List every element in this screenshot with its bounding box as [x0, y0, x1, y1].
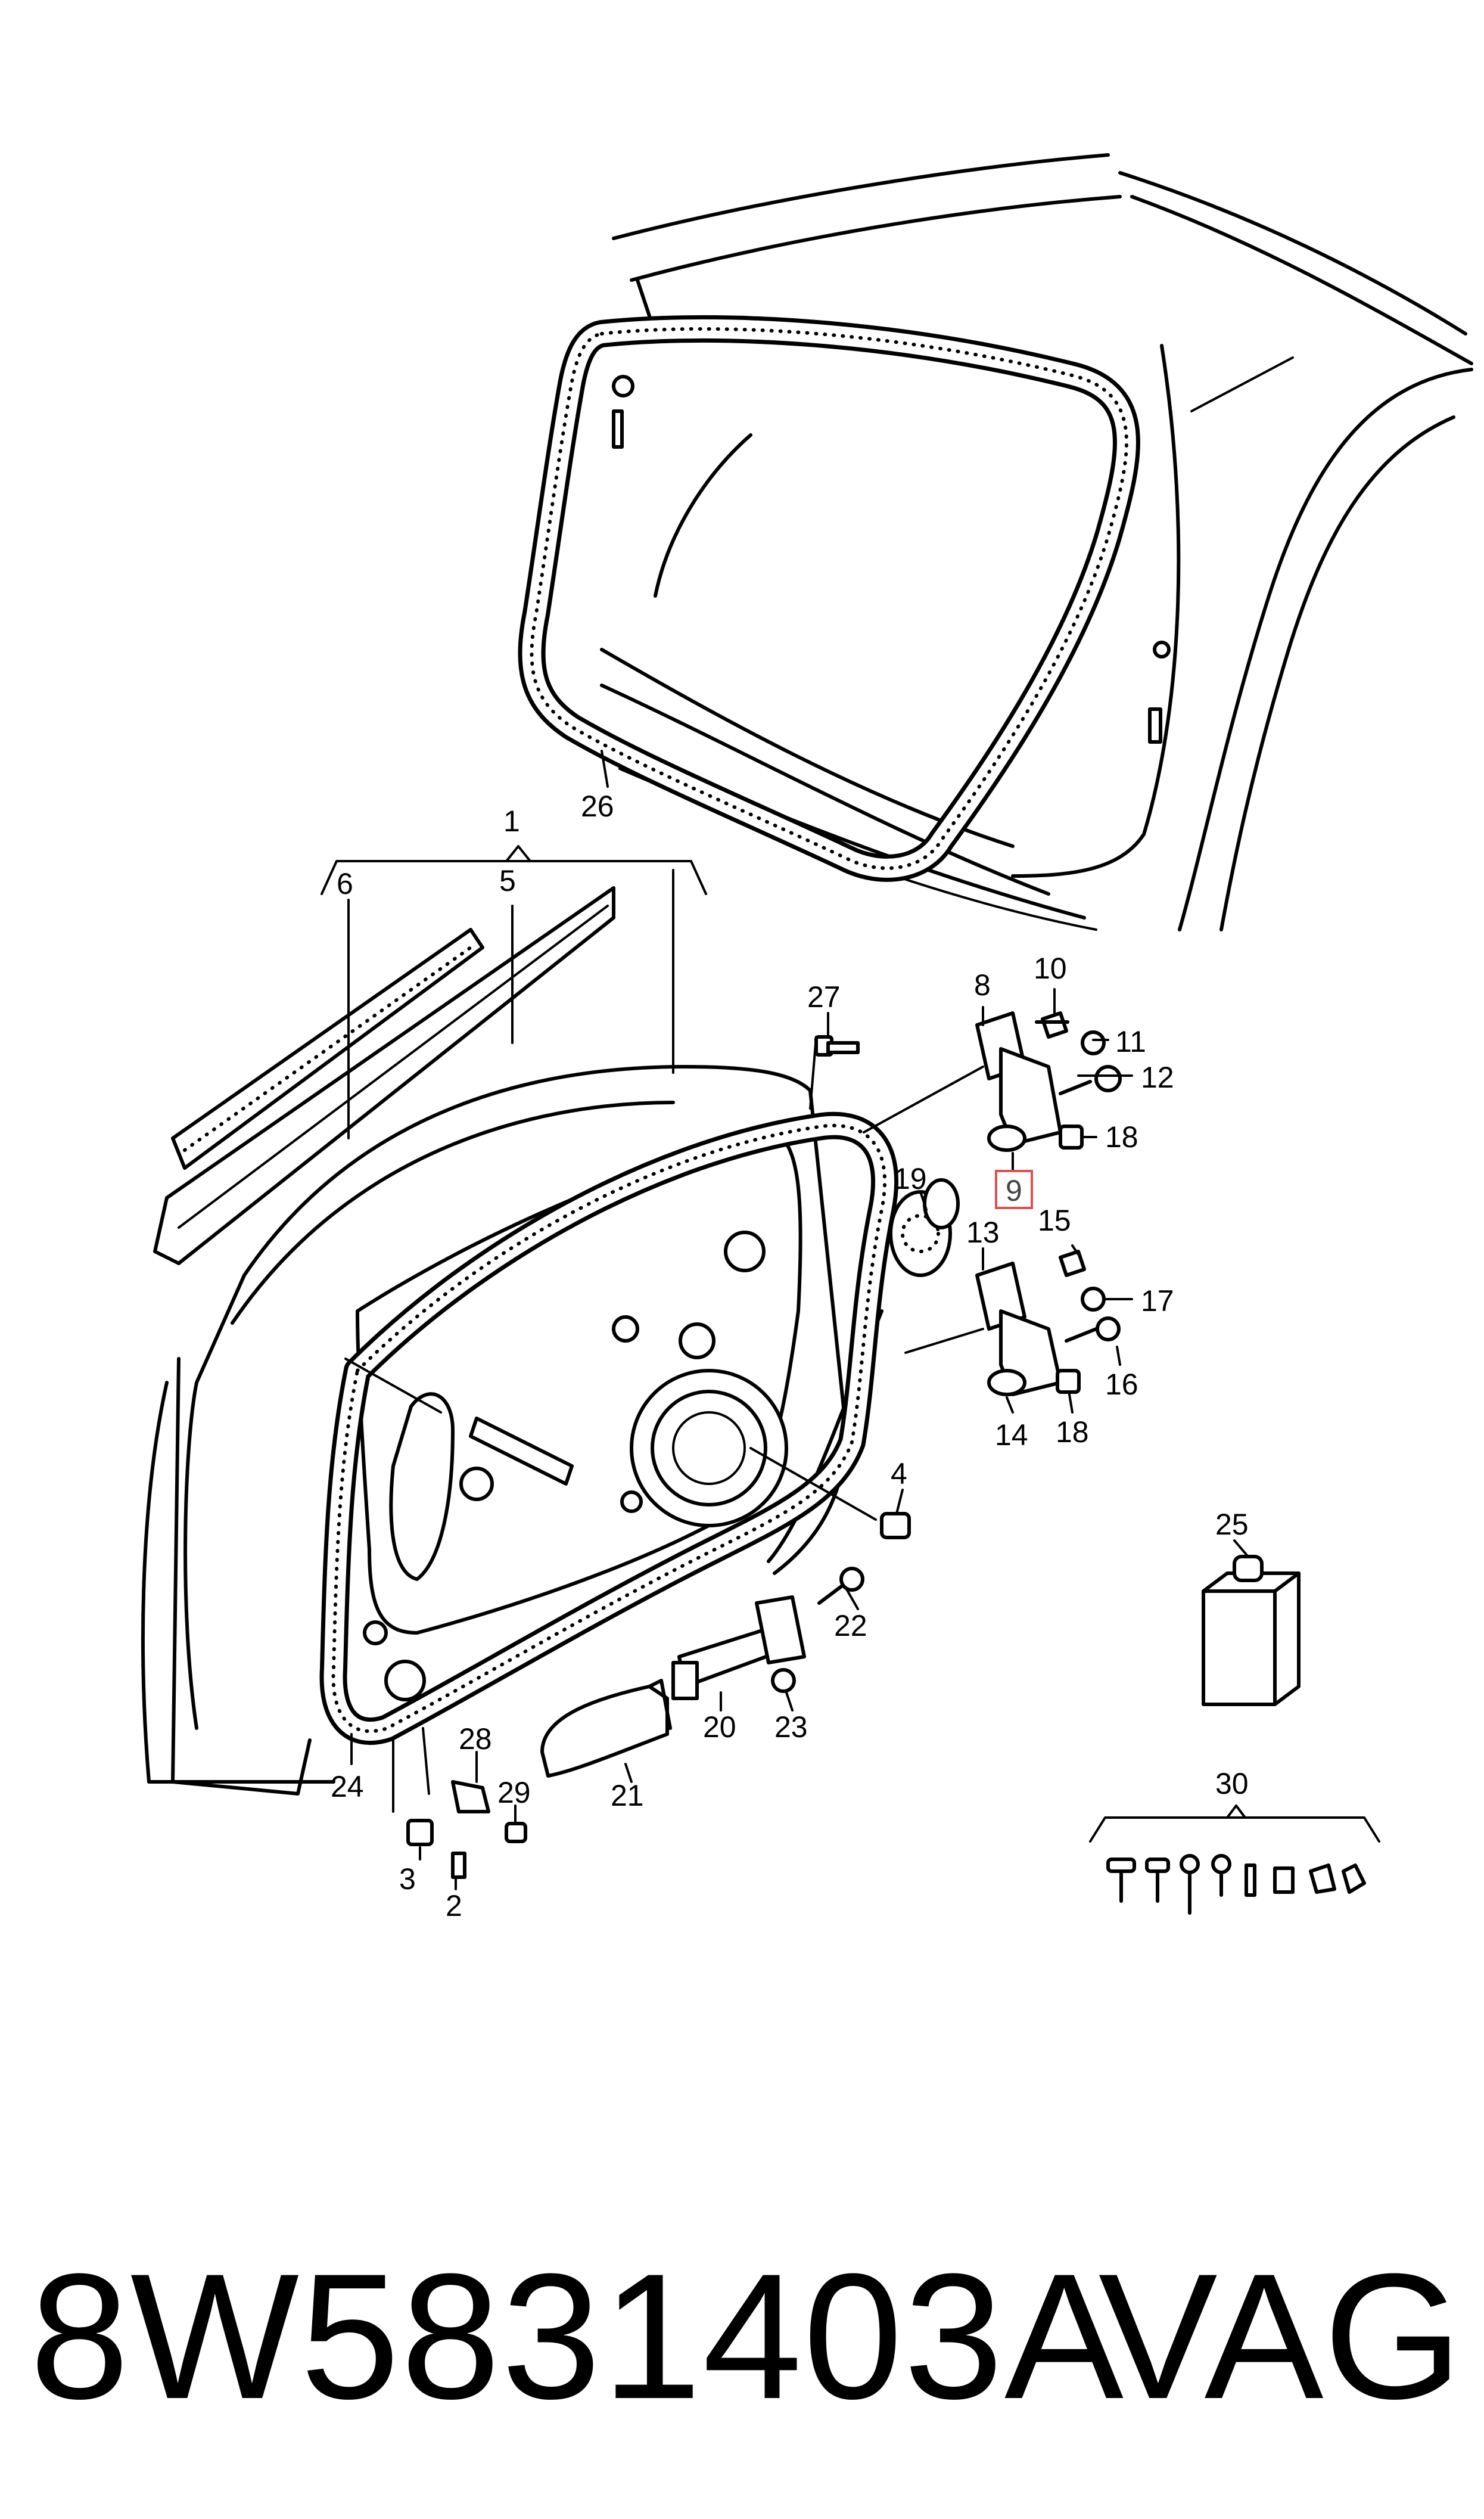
highlight-box-9: [995, 1170, 1033, 1209]
callout-4: 4: [891, 1457, 907, 1490]
door-seal: [319, 1111, 899, 1745]
callout-25: 25: [1215, 1508, 1249, 1541]
bushing: [880, 1512, 911, 1539]
callout-17: 17: [1141, 1284, 1174, 1318]
callout-5: 5: [499, 864, 516, 897]
callout-30: 30: [1215, 1767, 1249, 1800]
callout-18-upper: 18: [1105, 1120, 1138, 1154]
callout-labels: 1 2 3 4 5 6 8 9 10 11 12 13 14 15 16 17 …: [331, 790, 1249, 1922]
check-strap-cover: [540, 1679, 672, 1778]
callout-10: 10: [1034, 952, 1067, 985]
callout-8: 8: [974, 968, 991, 1002]
callout-21: 21: [611, 1779, 644, 1812]
callout-27: 27: [807, 980, 841, 1014]
door-inner-panel: [356, 1130, 802, 1701]
callout-24: 24: [331, 1770, 364, 1803]
window-trim-strip: [153, 886, 615, 1265]
callout-16: 16: [1105, 1368, 1138, 1401]
callout-3: 3: [399, 1862, 416, 1896]
callout-18-lower: 18: [1056, 1415, 1089, 1449]
body-door-seal: [518, 315, 1140, 882]
callout-23: 23: [774, 1710, 808, 1744]
callout-22: 22: [834, 1609, 867, 1642]
grease-bottle: [1202, 1555, 1301, 1706]
brand-name: VAG: [1098, 2236, 1463, 2436]
leader-lines: [347, 750, 1249, 1890]
callout-9[interactable]: 9: [1006, 1174, 1022, 1207]
callout-20: 20: [703, 1710, 736, 1744]
upper-door-hinge: [975, 1011, 1122, 1152]
callout-26: 26: [581, 790, 614, 823]
callout-28: 28: [459, 1722, 492, 1756]
group-bracket-1: [321, 845, 707, 895]
assembly-lines: [344, 1036, 984, 1813]
group-bracket-30: [1089, 1804, 1380, 1843]
hinge-pin-small-parts: [406, 1780, 527, 1879]
callout-11: 11: [1115, 1025, 1146, 1058]
callout-1: 1: [503, 805, 520, 838]
footer-caption: 8W5831403A VAG: [0, 2241, 1484, 2431]
door-check-strap: [671, 1567, 864, 1700]
callout-15: 15: [1038, 1204, 1071, 1237]
callout-14: 14: [995, 1418, 1028, 1452]
callout-29: 29: [497, 1776, 531, 1809]
callout-13: 13: [966, 1216, 1000, 1249]
part-number: 8W5831403A: [30, 2236, 1125, 2436]
callout-12: 12: [1141, 1061, 1174, 1094]
fastener-set: [1106, 1854, 1366, 1915]
callout-6: 6: [337, 867, 353, 900]
lower-door-hinge: [975, 1250, 1121, 1396]
callout-2: 2: [446, 1889, 462, 1922]
window-seal-strip: [171, 928, 484, 1170]
callout-19: 19: [894, 1162, 927, 1195]
stud-bolt: [814, 1035, 860, 1057]
